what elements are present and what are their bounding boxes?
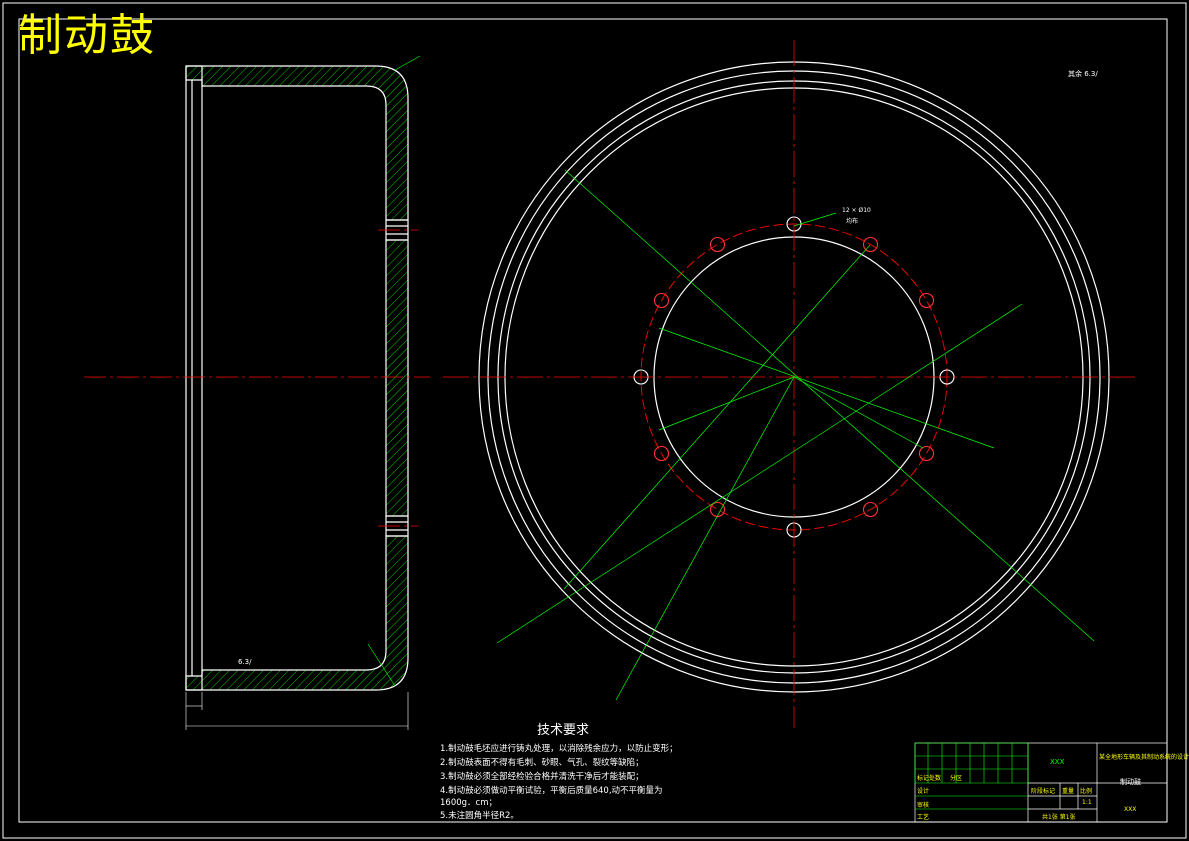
hole-callout: 12 × Ø10 [842,207,871,214]
section-view [185,65,409,691]
title-block-school: XXX [1050,758,1065,766]
title-block-drawing-no: XXX [1124,806,1137,813]
roughness-note: 其余 6.3/ [1068,70,1098,78]
title-block-stage-mark: 阶段标记 [1031,788,1056,795]
title-block-sheet: 共1张 第1张 [1042,814,1076,821]
bolt-hole [653,292,670,309]
requirement-4-cont: 1600g．cm； [440,798,497,808]
title-block-scale-value: 1:1 [1082,799,1092,806]
title-block-scale: 比例 [1080,788,1093,795]
technical-requirements-title: 技术要求 [537,723,590,738]
requirement-1: 1.制动鼓毛坯应进行铸丸处理，以消除残余应力，以防止变形； [440,744,678,754]
bolt-hole [709,501,726,518]
bolt-hole [709,236,726,253]
title-block-part-name: 制动鼓 [1120,778,1141,786]
requirement-3: 3.制动鼓必须全部经检验合格并清洗干净后才能装配； [440,772,644,782]
title-block-project: 某全地形车辆及其制动系统的设计 [1099,754,1189,761]
drawing-frame-inner [18,18,1168,823]
hatched-wall-top [185,65,409,221]
title-block-file: 分区 [950,775,963,782]
bolt-hole [918,292,935,309]
requirement-2: 2.制动鼓表面不得有毛刺、砂眼、气孔、裂纹等缺陷； [440,758,644,768]
hatched-wall-middle [385,239,409,517]
drawing-title: 制动鼓 [18,10,156,61]
hatched-wall-bottom [185,535,409,691]
hole-callout-sub: 均布 [846,218,859,225]
title-block-mark-history: 标记处数 [917,775,942,782]
title-block-design: 设计 [917,788,930,795]
bolt-hole [862,236,879,253]
requirement-5: 5.未注圆角半径R2。 [440,811,519,821]
bolt-hole [918,445,935,462]
title-block-review: 审核 [917,802,930,809]
bolt-hole [862,501,879,518]
title-block-process: 工艺 [917,814,930,821]
requirement-4: 4.制动鼓必须做动平衡试验，平衡后质量640,动不平衡量为 [440,786,663,796]
bolt-hole [653,445,670,462]
surface-roughness-mark: 6.3/ [238,658,252,666]
title-block-weight: 重量 [1062,788,1075,795]
drum-rim [185,65,203,691]
